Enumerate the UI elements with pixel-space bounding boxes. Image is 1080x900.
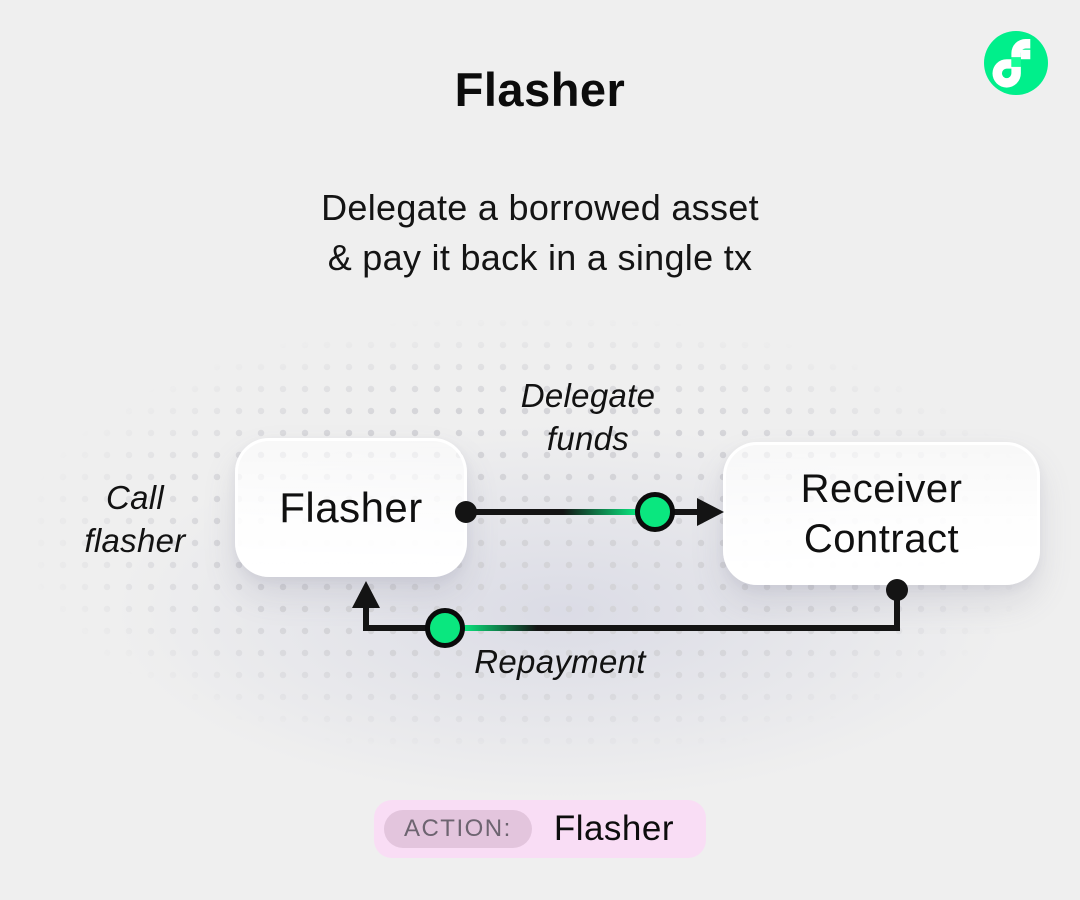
node-receiver-label: Receiver Contract (801, 464, 963, 564)
label-call-flasher: Call flasher (45, 476, 225, 562)
label-call-line-1: Call (105, 479, 165, 516)
edge-delegate-arrowhead (697, 498, 724, 526)
subtitle-line-2: & pay it back in a single tx (327, 237, 753, 278)
label-call-line-2: flasher (84, 522, 186, 559)
subtitle-line-1: Delegate a borrowed asset (321, 187, 759, 228)
node-flasher-label: Flasher (279, 483, 423, 531)
node-receiver-contract: Receiver Contract (723, 442, 1040, 585)
node-receiver-line-1: Receiver (800, 466, 963, 511)
edge-repayment-green-marker (425, 608, 465, 648)
action-badge-value: Flasher (553, 809, 675, 848)
label-delegate-line-1: Delegate (520, 377, 656, 414)
node-receiver-line-2: Contract (803, 516, 960, 561)
action-badge-label: ACTION: (383, 810, 532, 848)
edge-delegate-green-trail (563, 509, 637, 515)
edge-repayment-horizontal-line (363, 625, 897, 631)
label-delegate-funds: Delegate funds (468, 374, 708, 460)
flow-logo-icon (984, 31, 1048, 95)
label-delegate-line-2: funds (546, 420, 630, 457)
page-title: Flasher (454, 63, 626, 116)
edge-repayment-down-line (894, 588, 900, 631)
edge-delegate-green-marker (635, 492, 675, 532)
action-badge: ACTION: Flasher (373, 800, 707, 858)
node-flasher: Flasher (235, 438, 467, 577)
edge-repayment-arrowhead (352, 581, 380, 608)
edge-repayment-up-line (363, 600, 369, 628)
label-repayment: Repayment (474, 643, 646, 680)
edge-repayment-green-trail (463, 625, 537, 631)
page-subtitle: Delegate a borrowed asset & pay it back … (0, 183, 1080, 283)
